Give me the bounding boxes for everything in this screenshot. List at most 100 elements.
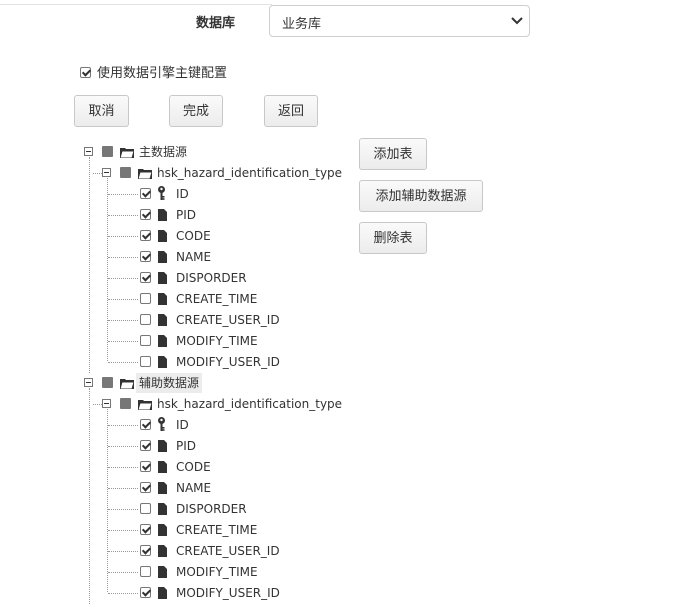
file-icon — [158, 566, 167, 578]
table-checkbox-aux_source[interactable] — [120, 398, 131, 409]
use-engine-pk-checkbox[interactable] — [80, 67, 91, 78]
tree-root-label-aux_source[interactable]: 辅助数据源 — [136, 373, 203, 393]
tree-field-node[interactable]: CREATE_TIME — [138, 520, 308, 540]
collapse-toggle[interactable] — [84, 147, 93, 156]
field-checkbox[interactable] — [140, 545, 151, 556]
field-label[interactable]: PID — [176, 439, 197, 453]
file-icon — [158, 440, 167, 452]
tree-field-node[interactable]: PID — [138, 436, 308, 456]
field-label[interactable]: CREATE_USER_ID — [176, 313, 280, 327]
tree-field-node[interactable]: DISPORDER — [138, 268, 308, 288]
tree-connector-line — [89, 388, 90, 604]
tree-connector-line — [107, 409, 108, 592]
tree-table-node-aux_source[interactable]: hsk_hazard_identification_type — [102, 394, 362, 414]
tree-field-node[interactable]: CREATE_TIME — [138, 289, 308, 309]
finish-button[interactable]: 完成 — [169, 95, 223, 127]
field-checkbox[interactable] — [140, 230, 151, 241]
table-checkbox-main_source[interactable] — [120, 167, 131, 178]
field-checkbox[interactable] — [140, 293, 151, 304]
field-checkbox[interactable] — [140, 482, 151, 493]
field-label[interactable]: CREATE_USER_ID — [176, 544, 280, 558]
tree-table-node-main_source[interactable]: hsk_hazard_identification_type — [102, 163, 362, 183]
add-aux-source-button[interactable]: 添加辅助数据源 — [359, 180, 483, 212]
field-label[interactable]: MODIFY_TIME — [176, 565, 258, 579]
file-icon — [158, 293, 167, 305]
field-checkbox[interactable] — [140, 314, 151, 325]
tree-field-node[interactable]: MODIFY_TIME — [138, 331, 308, 351]
field-checkbox[interactable] — [140, 209, 151, 220]
field-label[interactable]: ID — [176, 418, 189, 432]
file-icon — [158, 230, 167, 242]
field-label[interactable]: CODE — [176, 229, 211, 243]
tree-field-node[interactable]: NAME — [138, 478, 308, 498]
tree-connector-line — [108, 551, 138, 552]
field-checkbox[interactable] — [140, 524, 151, 535]
tree-field-node[interactable]: ID — [138, 184, 308, 204]
tree-field-node[interactable]: DISPORDER — [138, 499, 308, 519]
field-label[interactable]: CREATE_TIME — [176, 292, 258, 306]
tree-field-node[interactable]: CREATE_USER_ID — [138, 541, 308, 561]
field-label[interactable]: MODIFY_TIME — [176, 334, 258, 348]
tree-table-label-main_source[interactable]: hsk_hazard_identification_type — [157, 166, 343, 180]
tree-root-label-main_source[interactable]: 主数据源 — [139, 145, 188, 159]
tree-connector-line — [108, 236, 138, 237]
delete-table-button[interactable]: 删除表 — [359, 222, 427, 254]
field-checkbox[interactable] — [140, 440, 151, 451]
use-engine-pk-row[interactable]: 使用数据引擎主键配置 — [80, 62, 227, 81]
field-label[interactable]: DISPORDER — [176, 502, 247, 516]
tree-field-node[interactable]: PID — [138, 205, 308, 225]
tree-connector-line — [108, 257, 138, 258]
tree-connector-line — [108, 215, 138, 216]
tree-field-node[interactable]: NAME — [138, 247, 308, 267]
field-checkbox[interactable] — [140, 356, 151, 367]
root-checkbox-aux_source[interactable] — [102, 377, 113, 388]
root-checkbox-main_source[interactable] — [102, 146, 113, 157]
back-button[interactable]: 返回 — [264, 95, 318, 127]
field-label[interactable]: CODE — [176, 460, 211, 474]
field-label[interactable]: NAME — [176, 481, 212, 495]
field-label[interactable]: NAME — [176, 250, 212, 264]
tree-connector-line — [93, 404, 102, 405]
tree-connector-line — [108, 299, 138, 300]
field-checkbox[interactable] — [140, 461, 151, 472]
field-checkbox[interactable] — [140, 419, 151, 430]
tree-node-aux_source[interactable]: 辅助数据源 — [84, 373, 284, 393]
field-label[interactable]: PID — [176, 208, 197, 222]
key-icon — [157, 417, 166, 431]
field-checkbox[interactable] — [140, 188, 151, 199]
field-checkbox[interactable] — [140, 272, 151, 283]
add-table-button[interactable]: 添加表 — [359, 138, 427, 170]
field-checkbox[interactable] — [140, 566, 151, 577]
database-select[interactable]: 业务库 — [269, 5, 530, 37]
collapse-toggle[interactable] — [102, 399, 111, 408]
tree-field-node[interactable]: MODIFY_TIME — [138, 562, 308, 582]
tree-connector-line — [108, 341, 138, 342]
tree-connector-line — [108, 509, 138, 510]
field-label[interactable]: MODIFY_USER_ID — [176, 355, 280, 369]
key-icon — [157, 186, 166, 200]
tree-field-node[interactable]: CODE — [138, 457, 308, 477]
collapse-toggle[interactable] — [102, 168, 111, 177]
tree-field-node[interactable]: ID — [138, 415, 308, 435]
tree-connector-line — [108, 425, 138, 426]
field-label[interactable]: MODIFY_USER_ID — [176, 586, 280, 600]
field-checkbox[interactable] — [140, 503, 151, 514]
tree-field-node[interactable]: MODIFY_USER_ID — [138, 583, 308, 603]
field-checkbox[interactable] — [140, 335, 151, 346]
tree-table-label-aux_source[interactable]: hsk_hazard_identification_type — [157, 397, 343, 411]
tree-field-node[interactable]: MODIFY_USER_ID — [138, 352, 308, 372]
field-label[interactable]: ID — [176, 187, 189, 201]
field-label[interactable]: CREATE_TIME — [176, 523, 258, 537]
file-icon — [158, 524, 167, 536]
cancel-button[interactable]: 取消 — [74, 95, 129, 127]
tree-node-main_source[interactable]: 主数据源 — [84, 142, 284, 162]
tree-field-node[interactable]: CREATE_USER_ID — [138, 310, 308, 330]
field-checkbox[interactable] — [140, 587, 151, 598]
collapse-toggle[interactable] — [84, 378, 93, 387]
folder-open-icon — [137, 167, 153, 180]
field-checkbox[interactable] — [140, 251, 151, 262]
file-icon — [158, 314, 167, 326]
tree-field-node[interactable]: CODE — [138, 226, 308, 246]
tree-connector-line — [108, 362, 138, 363]
field-label[interactable]: DISPORDER — [176, 271, 247, 285]
